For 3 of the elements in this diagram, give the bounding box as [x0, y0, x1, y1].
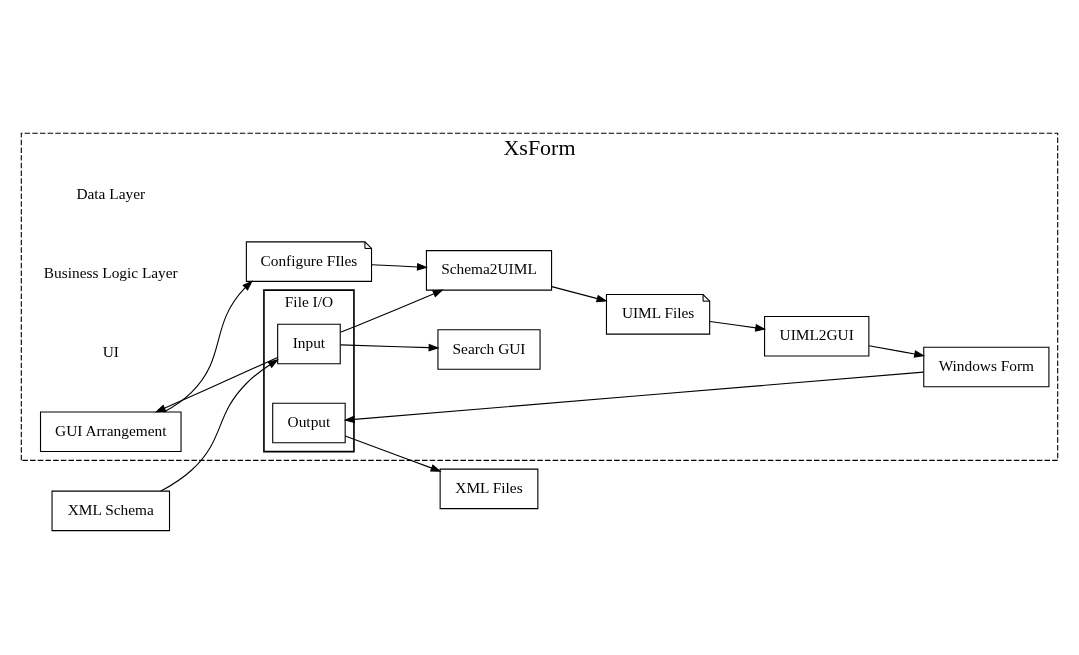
- label: UI: [102, 342, 119, 360]
- label: Business Logic Layer: [43, 263, 178, 281]
- label: Data Layer: [76, 184, 146, 202]
